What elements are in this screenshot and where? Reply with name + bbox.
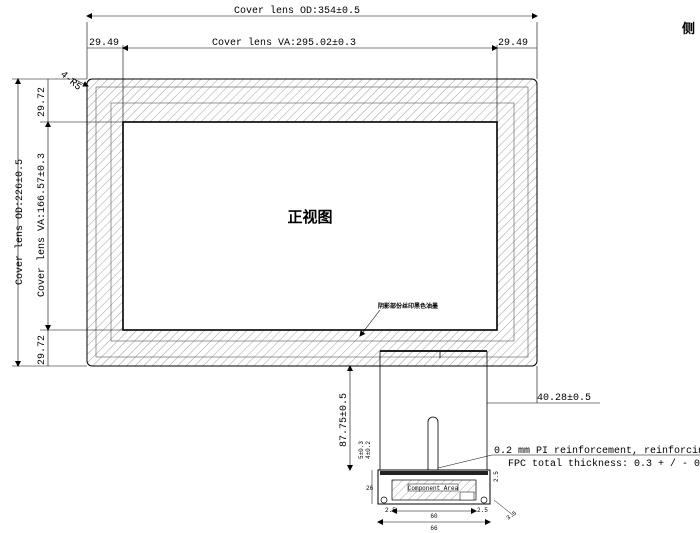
side-view-label: 侧 [682, 21, 695, 37]
inner-border-line-2 [110, 102, 515, 342]
fpc-pull-tab [427, 416, 439, 470]
viewing-area [122, 121, 498, 331]
dim-top-border: 29.72 [37, 87, 48, 117]
note-thickness: FPC total thickness: 0.3 + / - 0.03 [508, 458, 700, 470]
dim-small-side: 2.5 [493, 471, 500, 482]
pcb-label: Component Area [408, 485, 459, 492]
dim-left-border: 29.49 [89, 38, 119, 49]
dim-right-border: 29.49 [498, 38, 528, 49]
dim-fpc-tol-a: 5±0.3 [358, 441, 365, 459]
dim-small-r: 3.5 [505, 509, 518, 521]
dim-fpc-length: 87.75±0.5 [339, 393, 350, 447]
dim-small-right: 2.5 [477, 507, 488, 514]
dim-od-width: Cover lens OD:354±0.5 [234, 5, 360, 17]
dim-bottom-border: 29.72 [37, 335, 48, 365]
fpc-tail: 40.28±0.5 87.75±0.5 5±0.3 4±0.2 [339, 350, 600, 471]
dim-pcb-w2: 66 [430, 525, 438, 532]
dim-fpc-h: 26 [366, 485, 374, 492]
note-reinforcement: 0.2 mm PI reinforcement, reinforcing + [494, 445, 700, 457]
fpc-notes: 0.2 mm PI reinforcement, reinforcing + F… [437, 445, 700, 470]
center-label: 正视图 [287, 208, 332, 226]
inner-border-line [95, 86, 529, 358]
dim-va-height: Cover lens VA:166.57±0.3 [36, 153, 48, 297]
dim-va-width: Cover lens VA:295.02±0.3 [212, 37, 356, 49]
svg-text:阴影部份丝印黑色油墨: 阴影部份丝印黑色油墨 [378, 302, 438, 310]
left-dimensions: Cover lens OD:226±0.5 Cover lens VA:166.… [12, 78, 123, 367]
dim-fpc-offset: 40.28±0.5 [537, 393, 591, 404]
fpc-connector-area: Component Area 26 60 66 2.5 2.5 2.5 3.5 [366, 469, 518, 532]
cover-lens [86, 78, 538, 367]
dim-pcb-w1: 60 [430, 513, 438, 520]
silkscreen-note: 阴影部份丝印黑色油墨 [359, 302, 438, 337]
dim-fpc-tol-b: 4±0.2 [365, 441, 372, 459]
dim-small-left: 2.5 [385, 507, 396, 514]
dim-od-height: Cover lens OD:226±0.5 [14, 159, 26, 285]
